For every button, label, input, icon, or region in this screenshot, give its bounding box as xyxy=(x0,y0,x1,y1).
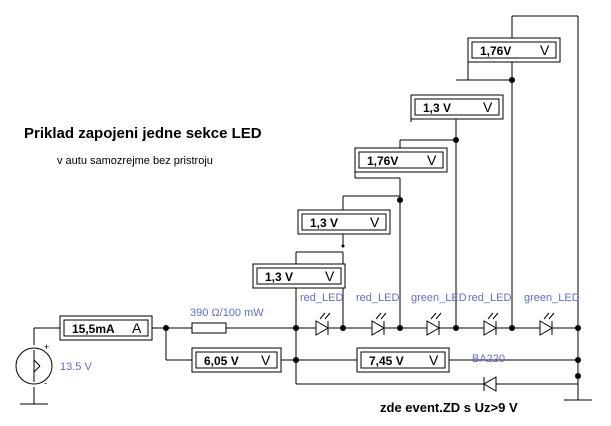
led-label-3: green_LED xyxy=(411,292,467,304)
meter-led4-voltage: 1,3 V V xyxy=(410,94,504,120)
meter-reading: 15,5mA xyxy=(72,322,115,336)
meter-unit: V xyxy=(540,42,550,58)
meter-chain-voltage: 7,45 V V xyxy=(356,347,450,373)
svg-text:-: - xyxy=(44,378,47,388)
led-1 xyxy=(315,312,331,336)
meter-led3-voltage: 1,76V V xyxy=(354,147,448,173)
meter-reading: 7,45 V xyxy=(369,354,404,368)
meter-current: 15,5mA A xyxy=(59,315,153,341)
junction-dots xyxy=(163,77,581,379)
meter-resistor-voltage: 6,05 V V xyxy=(191,347,282,373)
led-label-4: red_LED xyxy=(468,292,511,304)
diode-label: BA220 xyxy=(472,353,505,365)
led-3 xyxy=(426,312,442,336)
voltage-source: + - xyxy=(15,342,53,388)
diode-ba220 xyxy=(483,376,497,392)
meter-unit: V xyxy=(261,352,271,368)
meter-unit: A xyxy=(132,320,142,336)
resistor-label: 390 Ω/100 mW xyxy=(190,307,264,319)
meter-led2-voltage: 1,3 V V xyxy=(297,209,391,235)
meter-reading: 1,3 V xyxy=(423,101,451,115)
zener-note: zde event.ZD s Uz>9 V xyxy=(380,400,518,415)
meter-unit: V xyxy=(483,99,493,115)
led-2 xyxy=(371,312,387,336)
meter-led5-voltage: 1,76V V xyxy=(467,37,561,63)
meter-unit: V xyxy=(429,352,439,368)
led-label-1: red_LED xyxy=(300,292,343,304)
led-4 xyxy=(483,312,499,336)
meter-unit: V xyxy=(370,214,380,230)
diagram-title: Priklad zapojeni jedne sekce LED xyxy=(24,125,262,142)
meter-reading: 1,76V xyxy=(367,154,398,168)
meter-reading: 1,3 V xyxy=(310,216,338,230)
meter-unit: V xyxy=(325,268,335,284)
led-5 xyxy=(539,312,555,336)
meter-reading: 1,76V xyxy=(480,44,511,58)
meter-reading: 1,3 V xyxy=(265,270,293,284)
resistor xyxy=(191,322,227,334)
meter-unit: V xyxy=(427,152,437,168)
source-voltage-label: 13.5 V xyxy=(60,361,92,373)
meter-reading: 6,05 V xyxy=(204,354,239,368)
led-label-5: green_LED xyxy=(524,292,580,304)
led-label-2: red_LED xyxy=(356,292,399,304)
meter-led1-voltage: 1,3 V V xyxy=(252,263,346,289)
diagram-subtitle: v autu samozrejme bez pristroju xyxy=(57,155,213,167)
svg-text:+: + xyxy=(44,342,49,352)
wires xyxy=(20,15,592,405)
